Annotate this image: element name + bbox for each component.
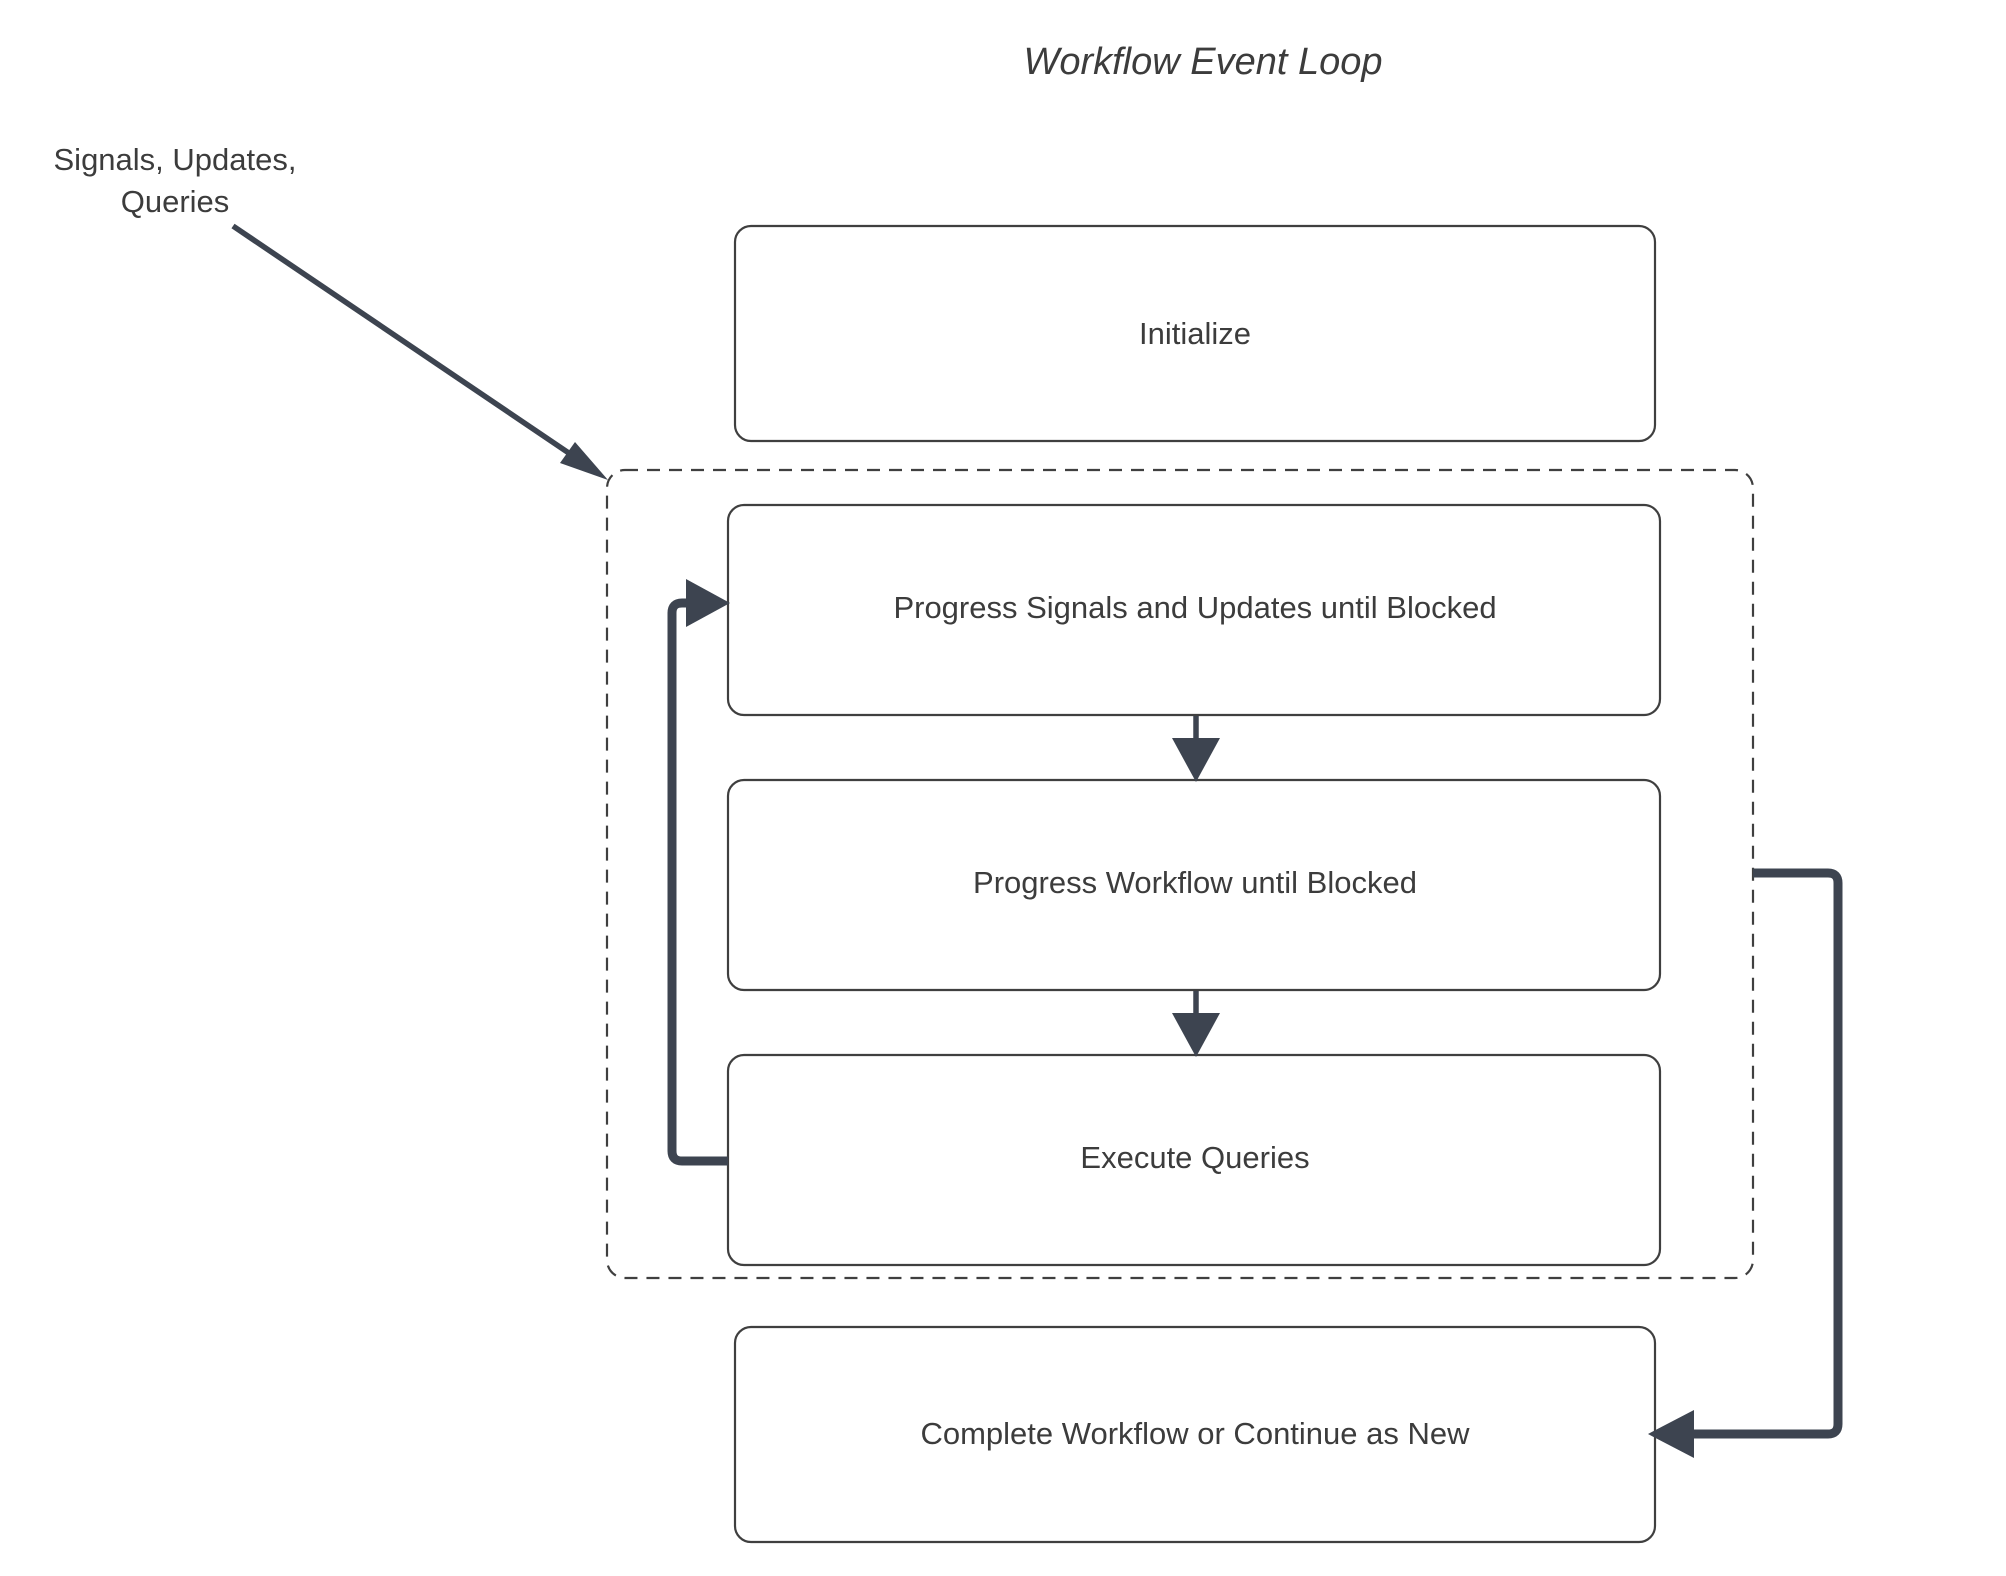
edge-group-to-complete-workflow: [1648, 868, 1843, 1458]
edge-execute-queries-to-progress-signals-loop: [667, 579, 730, 1166]
edge-progress-workflow-to-execute-queries: [1172, 991, 1220, 1057]
node-progress-signals-label: Progress Signals and Updates until Block…: [893, 590, 1496, 625]
node-progress-workflow[interactable]: Progress Workflow until Blocked: [726, 778, 1662, 992]
node-execute-queries[interactable]: Execute Queries: [726, 1053, 1662, 1267]
node-progress-signals-shape: [726, 503, 1662, 717]
node-progress-workflow-label: Progress Workflow until Blocked: [973, 865, 1417, 900]
edge-external-input-to-group: [231, 223, 608, 480]
node-complete-workflow[interactable]: Complete Workflow or Continue as New: [733, 1325, 1657, 1544]
external-input-label-line1: Signals, Updates,: [54, 142, 297, 177]
external-input-label-line2: Queries: [121, 184, 230, 219]
node-progress-workflow-shape: [726, 778, 1662, 992]
node-progress-signals[interactable]: Progress Signals and Updates until Block…: [726, 503, 1662, 717]
node-initialize[interactable]: Initialize: [733, 224, 1657, 443]
node-execute-queries-label: Execute Queries: [1080, 1140, 1309, 1175]
node-initialize-shape: [733, 224, 1657, 443]
page-title: Workflow Event Loop: [1023, 41, 1382, 83]
edge-progress-signals-to-progress-workflow: [1172, 716, 1220, 782]
node-initialize-label: Initialize: [1139, 316, 1251, 351]
node-complete-workflow-label: Complete Workflow or Continue as New: [920, 1416, 1470, 1451]
